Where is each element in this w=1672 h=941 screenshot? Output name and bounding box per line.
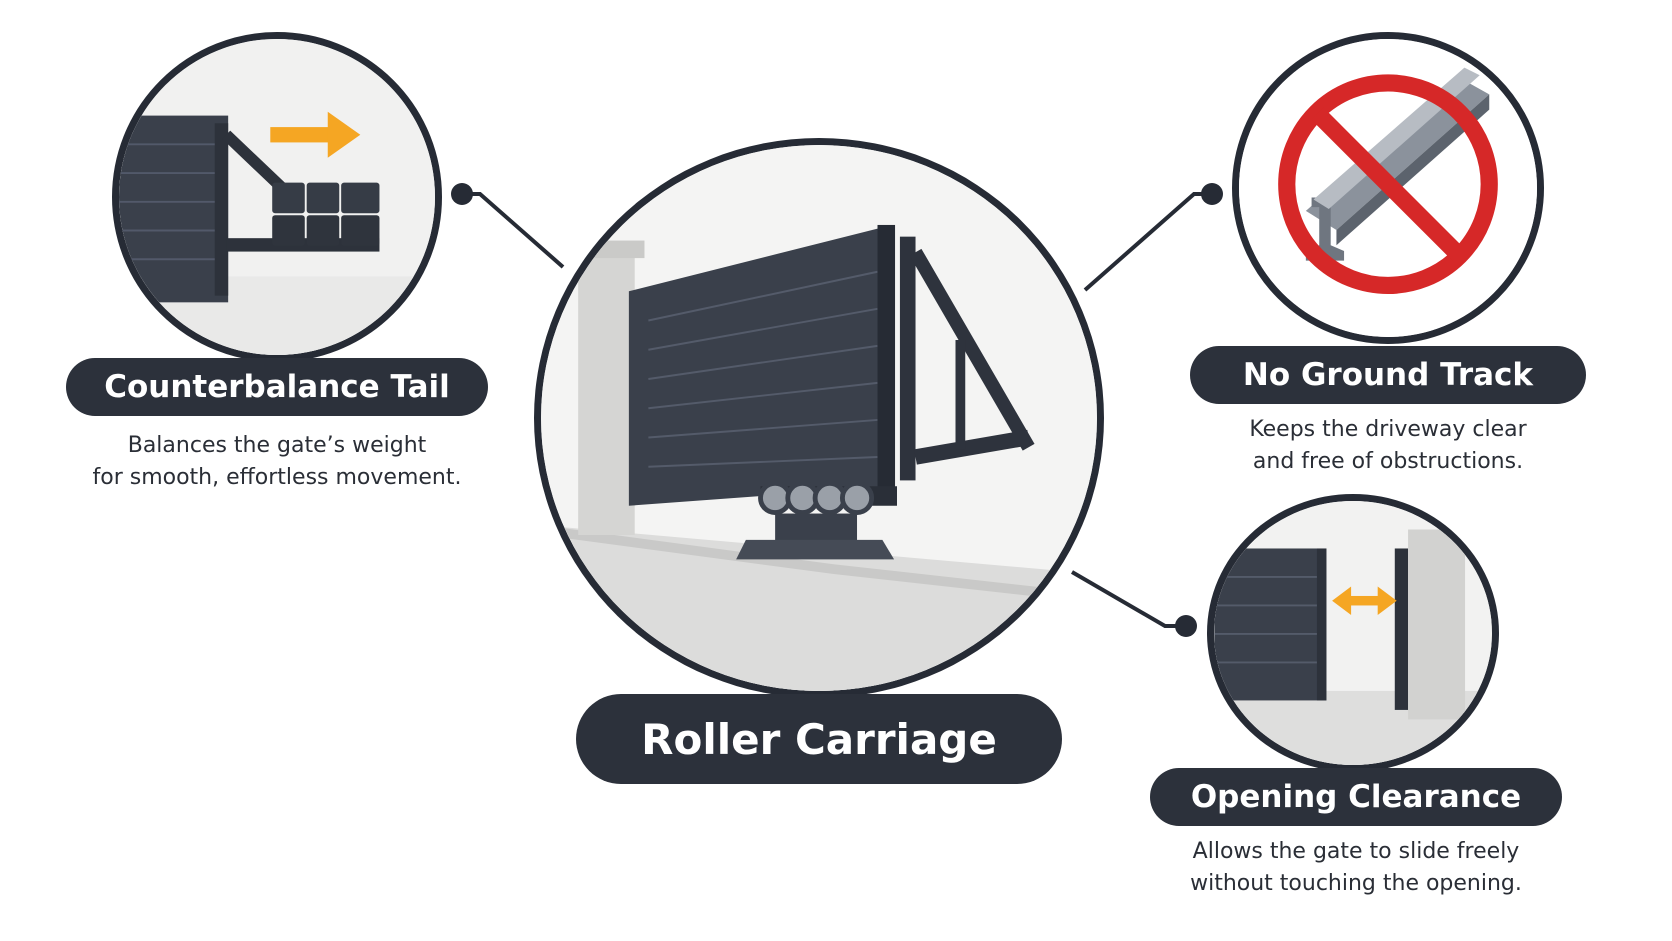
roller-wheels	[758, 480, 875, 516]
counterbalance-tail-label: Counterbalance Tail	[66, 358, 488, 416]
ground-track-description: Keeps the driveway clear and free of obs…	[1190, 414, 1586, 478]
ground-track-desc-line-2: and free of obstructions.	[1252, 449, 1524, 474]
clearance-desc-line-1: Allows the gate to slide freely	[1192, 839, 1520, 864]
counterbalance-description: Balances the gate’s weight for smooth, e…	[66, 430, 488, 494]
double-arrow-clearance-icon	[1214, 501, 1492, 765]
counterbalance-desc-line-2: for smooth, effortless movement.	[92, 465, 462, 490]
connector-dot-ground-track	[1201, 183, 1223, 205]
roller-carriage-label: Roller Carriage	[576, 694, 1062, 784]
opening-clearance-label: Opening Clearance	[1150, 768, 1562, 826]
cantilever-gate-roller-icon	[541, 145, 1097, 691]
no-rail-prohibition-icon	[1239, 39, 1537, 337]
roller-carriage-circle	[534, 138, 1104, 698]
clearance-circle	[1207, 494, 1499, 772]
connector-dot-clearance	[1175, 615, 1197, 637]
counterbalance-desc-line-1: Balances the gate’s weight	[127, 433, 427, 458]
clearance-description: Allows the gate to slide freely without …	[1150, 836, 1562, 900]
connector-dot-counterbalance	[451, 183, 473, 205]
ground-track-desc-line-1: Keeps the driveway clear	[1249, 417, 1527, 442]
counterweight-block-icon	[119, 39, 435, 355]
clearance-desc-line-2: without touching the opening.	[1190, 871, 1522, 896]
counterbalance-circle	[112, 32, 442, 362]
ground-track-circle	[1232, 32, 1544, 344]
no-ground-track-label: No Ground Track	[1190, 346, 1586, 404]
connector-ground-track	[1083, 192, 1212, 292]
